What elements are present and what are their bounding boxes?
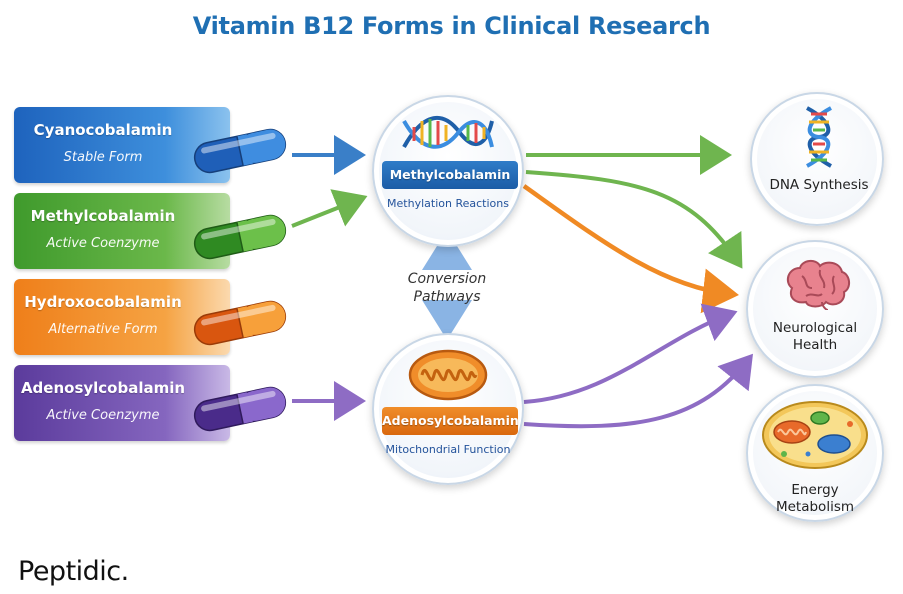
hub-methylcobalamin: Methylcobalamin Methylation Reactions <box>372 95 524 247</box>
arrow-methyl-to-methyl-hub <box>291 189 368 228</box>
outcome-label: Neurological Health <box>748 320 882 354</box>
conversion-line-1: Conversion <box>407 271 487 287</box>
capsule-icon <box>193 300 287 346</box>
form-subtitle: Stable Form <box>63 150 143 165</box>
form-card-adenosylcobalamin: Adenosylcobalamin Active Coenzyme <box>14 365 230 441</box>
conversion-pathways-label: Conversion Pathways <box>376 270 518 306</box>
capsule-icon <box>193 386 287 432</box>
hub-subtitle: Mitochondrial Function <box>385 443 511 456</box>
arrow-methyl-to-neuro <box>525 170 743 269</box>
form-card-methylcobalamin: Methylcobalamin Active Coenzyme <box>14 193 230 269</box>
brain-icon <box>786 260 850 310</box>
dna-helix-icon <box>806 106 832 168</box>
form-subtitle: Active Coenzyme <box>46 408 160 423</box>
hub-subtitle: Methylation Reactions <box>387 197 509 210</box>
capsule-icon <box>193 128 287 174</box>
outcome-label-line-2: Health <box>792 337 838 353</box>
form-name: Methylcobalamin <box>30 207 176 225</box>
cell-icon <box>762 401 868 469</box>
form-name: Adenosylcobalamin <box>20 379 186 397</box>
outcome-dna-synthesis: DNA Synthesis <box>750 92 884 226</box>
conversion-line-2: Pathways <box>413 289 481 305</box>
form-name: Hydroxocobalamin <box>24 293 182 311</box>
hub-adenosylcobalamin: Adenosylcobalamin Mitochondrial Function <box>372 333 524 485</box>
page-title: Vitamin B12 Forms in Clinical Research <box>192 12 711 40</box>
arrow-adeno-to-neuro-lower <box>523 353 754 429</box>
dna-helix-icon <box>402 116 494 149</box>
outcome-label-line-1: Energy <box>791 482 839 498</box>
outcome-neurological-health: Neurological Health <box>746 240 884 378</box>
outcome-label-line-1: Neurological <box>772 320 858 336</box>
capsule-icon <box>193 214 287 260</box>
brand-logo-text: Peptidic. <box>18 556 129 587</box>
hub-name: Adenosylcobalamin <box>382 407 519 435</box>
arrow-adeno-to-neuro-upper <box>523 303 738 404</box>
hub-name: Methylcobalamin <box>382 161 518 189</box>
form-card-cyanocobalamin: Cyanocobalamin Stable Form <box>14 107 230 183</box>
form-subtitle: Alternative Form <box>48 322 158 337</box>
arrow-methyl-to-neuro-orange <box>522 184 739 314</box>
form-card-hydroxocobalamin: Hydroxocobalamin Alternative Form <box>14 279 230 355</box>
form-subtitle: Active Coenzyme <box>46 236 160 251</box>
form-name: Cyanocobalamin <box>33 121 173 139</box>
outcome-label: Energy Metabolism <box>748 482 882 516</box>
mitochondria-icon <box>408 349 488 401</box>
outcome-label: DNA Synthesis <box>769 177 869 193</box>
outcome-label-line-2: Metabolism <box>775 499 855 515</box>
outcome-energy-metabolism: Energy Metabolism <box>746 384 884 522</box>
